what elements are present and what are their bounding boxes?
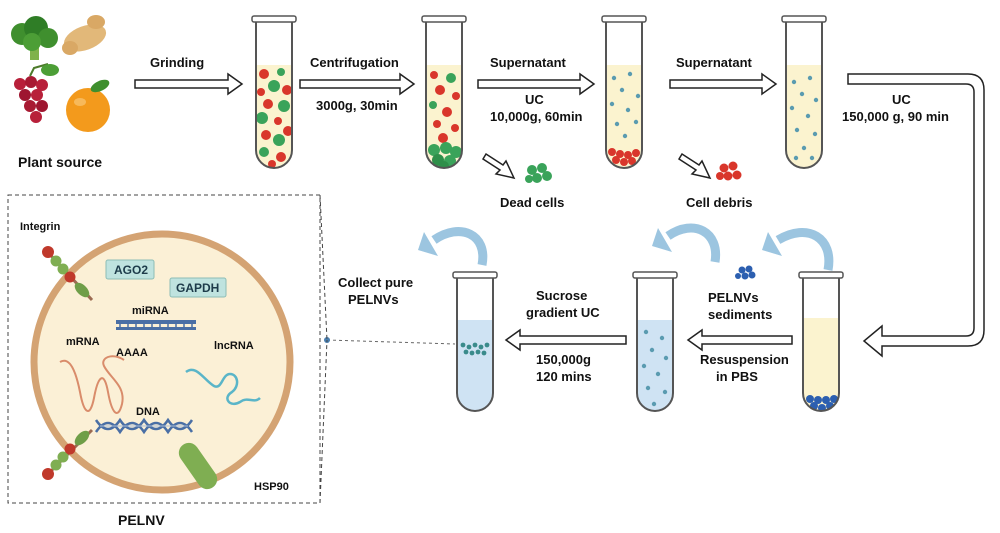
mirna-icon xyxy=(116,320,196,330)
grapes-icon xyxy=(14,63,59,123)
collect-label-2: PELNVs xyxy=(348,292,399,307)
supernatant-1-label: Supernatant xyxy=(490,55,567,70)
arrow-to-dead-cells xyxy=(481,152,516,180)
resuspension-label-1: Resuspension xyxy=(700,352,789,367)
integrin-top-label: Integrin xyxy=(20,221,61,233)
mixed-particles xyxy=(256,68,292,168)
integrin-bottom-icon xyxy=(42,428,94,480)
green-pellet xyxy=(428,142,462,168)
supernatant-2-label: Supernatant xyxy=(676,55,753,70)
sucrose-condition-2: 120 mins xyxy=(536,369,592,384)
pelnvs-sediments-label-1: PELNVs xyxy=(708,290,759,305)
dna-label: DNA xyxy=(136,406,160,418)
uc-1-condition: 10,000g, 60min xyxy=(490,109,583,124)
grinding-label: Grinding xyxy=(150,55,204,70)
hsp90-icon xyxy=(178,442,218,490)
curved-arrow-collect xyxy=(418,227,488,266)
sucrose-label-1: Sucrose xyxy=(536,288,587,303)
pelnv-detail-panel: Integrin AGO2 GAPDH miRNA mRNA AAAA lncR… xyxy=(7,194,328,504)
arrow-resuspension xyxy=(686,328,793,352)
lncrna-icon xyxy=(185,368,261,406)
centrifugation-label: Centrifugation xyxy=(310,55,399,70)
mirna-label: miRNA xyxy=(132,305,169,317)
aaaa-label: AAAA xyxy=(116,347,148,359)
tube-pure-pelnvs xyxy=(452,271,498,412)
pelnvs-sediment-cluster xyxy=(735,265,756,280)
curved-arrow-resuspend xyxy=(652,223,721,263)
tube-homogenate xyxy=(251,15,297,169)
mrna-label: mRNA xyxy=(66,336,100,348)
curved-arrow-pellet xyxy=(762,228,834,271)
ago2-label: AGO2 xyxy=(114,263,148,277)
arrow-uc-return xyxy=(847,73,985,358)
hsp90-label: HSP90 xyxy=(254,481,289,493)
vesicle-membrane xyxy=(30,230,294,494)
gapdh-label: GAPDH xyxy=(176,281,219,295)
cell-debris-label: Cell debris xyxy=(686,195,752,210)
tube-resuspended xyxy=(632,271,678,412)
gapdh-box xyxy=(169,277,227,298)
arrow-centrifugation xyxy=(299,72,416,96)
mrna-icon xyxy=(59,355,125,415)
uc-2-condition: 150,000 g, 90 min xyxy=(842,109,949,124)
pelnvs-sediments-label-2: sediments xyxy=(708,307,772,322)
uc-2-label: UC xyxy=(892,92,911,107)
pelnv-band xyxy=(460,342,490,356)
plant-source-label: Plant source xyxy=(18,154,102,170)
tube-centrifuged xyxy=(421,15,467,169)
centrifugation-condition: 3000g, 30min xyxy=(316,98,398,113)
lncrna-label: lncRNA xyxy=(214,340,254,352)
arrow-to-cell-debris xyxy=(677,152,712,180)
arrow-supernatant-2 xyxy=(669,72,778,96)
orange-icon xyxy=(66,79,110,132)
arrow-supernatant-1 xyxy=(477,72,596,96)
sucrose-label-2: gradient UC xyxy=(526,305,600,320)
plant-source-illustration xyxy=(11,15,110,132)
ginger-icon xyxy=(62,15,107,55)
arrow-sucrose xyxy=(504,328,627,352)
tube-pelnv-pellet xyxy=(798,271,844,412)
uc-1-label: UC xyxy=(525,92,544,107)
resuspension-label-2: in PBS xyxy=(716,369,758,384)
tube-supernatant-1 xyxy=(601,15,647,169)
sucrose-condition-1: 150,000g xyxy=(536,352,591,367)
arrow-grinding xyxy=(134,72,244,96)
dna-icon xyxy=(94,417,194,435)
zoom-connector xyxy=(326,339,456,345)
dead-cells-label: Dead cells xyxy=(500,195,564,210)
cell-debris-cluster xyxy=(716,161,742,181)
tube-supernatant-2 xyxy=(781,15,827,169)
dead-cells-cluster xyxy=(525,163,552,183)
ago2-box xyxy=(105,259,155,280)
integrin-top-icon xyxy=(42,246,94,302)
collect-label-1: Collect pure xyxy=(338,275,413,290)
pelnv-label: PELNV xyxy=(118,512,165,528)
broccoli-icon xyxy=(11,16,58,60)
red-pellet xyxy=(608,148,640,166)
